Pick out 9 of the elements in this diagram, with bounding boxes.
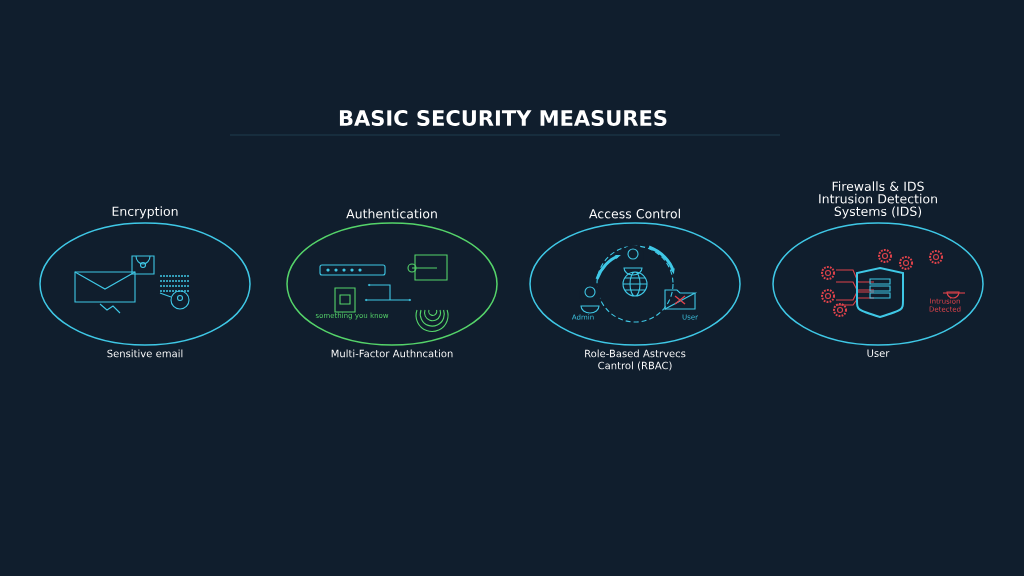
title: BASIC SECURITY MEASURES	[339, 110, 667, 126]
heading: Firewalls & IDS Intrusion Detection Systems (IDS)	[819, 181, 937, 219]
heading: Authentication	[346, 208, 437, 219]
heading: Encryption	[112, 206, 178, 219]
node-label: User	[867, 349, 890, 357]
node-label: Role-Based Astrvecs Cantrol (RBAC)	[585, 349, 686, 371]
node-label: Multi-Factor Authncation	[331, 349, 453, 358]
node-label: Sensitive email	[107, 349, 183, 358]
heading: Access Control	[589, 208, 680, 219]
